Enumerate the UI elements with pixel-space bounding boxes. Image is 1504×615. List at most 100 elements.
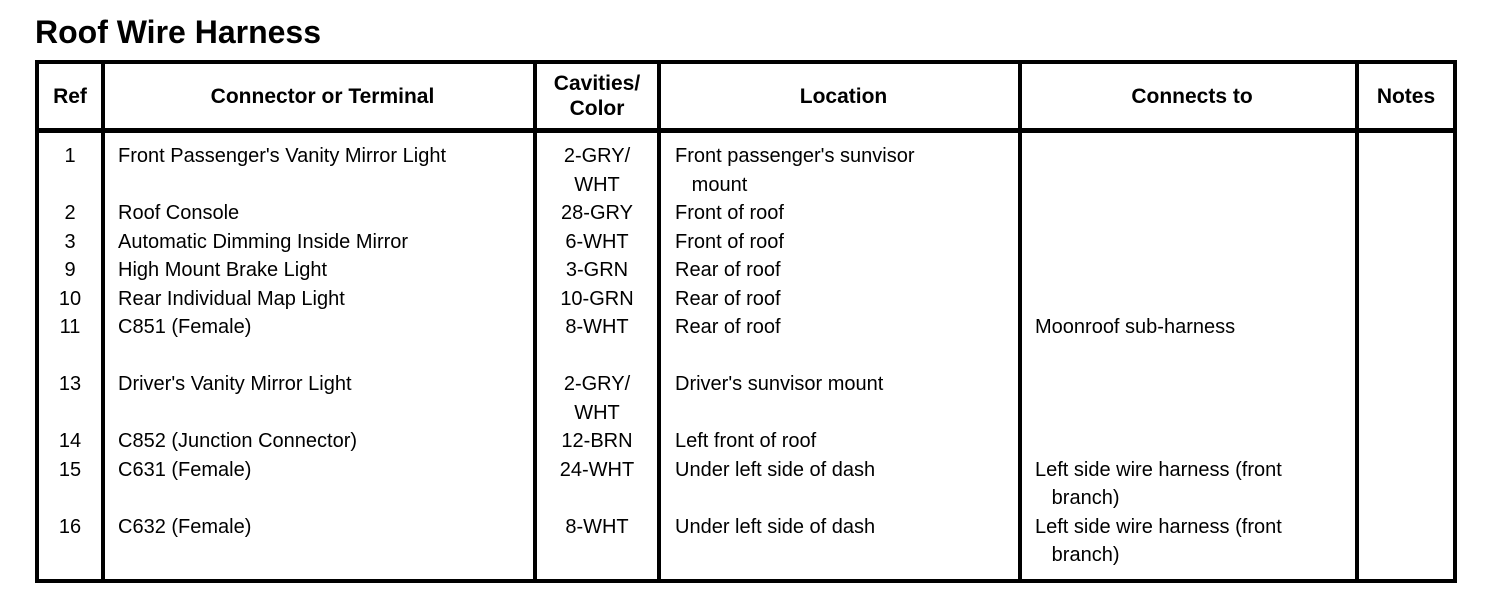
- row-16-notes-cell: [1359, 513, 1453, 570]
- row-13-cavities-cell: 2-GRY/WHT: [537, 370, 657, 427]
- header-notes: Notes: [1355, 64, 1453, 133]
- row-10-connects_to-cell: [1035, 285, 1349, 314]
- cell-line: Automatic Dimming Inside Mirror: [118, 230, 409, 253]
- row-14-connector-cell: C852 (Junction Connector): [118, 427, 527, 456]
- row-13-location-cell: Driver's sunvisor mount: [675, 370, 1012, 427]
- row-15-location-cell: Under left side of dash: [675, 456, 1012, 513]
- cell-line: Front of roof: [675, 230, 784, 253]
- row-16-connects_to-cell: Left side wire harness (front branch): [1035, 513, 1349, 570]
- cell-line: Moonroof sub-harness: [1035, 316, 1236, 338]
- cell-line: 14: [58, 430, 82, 452]
- row-9-location-cell: Rear of roof: [675, 256, 1012, 285]
- cell-line: C631 (Female): [118, 458, 252, 481]
- row-14-cavities-cell: 12-BRN: [537, 427, 657, 456]
- cell-line: branch): [1035, 487, 1120, 509]
- row-1-cavities-cell: 2-GRY/WHT: [537, 142, 657, 199]
- row-16-cavities-cell: 8-WHT: [537, 513, 657, 570]
- cell-line: Rear of roof: [675, 316, 781, 338]
- row-3-connector-cell: Automatic Dimming Inside Mirror: [118, 228, 527, 257]
- row-11-ref-cell: 11: [39, 313, 101, 342]
- row-10-notes-cell: [1359, 285, 1453, 314]
- cell-line: 15: [58, 458, 82, 481]
- roof-wire-harness-table: Ref Connector or Terminal Cavities/ Colo…: [35, 60, 1457, 583]
- cell-line: 8-WHT: [565, 316, 629, 338]
- cell-line: Rear Individual Map Light: [118, 287, 345, 310]
- row-15-connects_to-cell: Left side wire harness (front branch): [1035, 456, 1349, 513]
- cell-line: 12-BRN: [561, 430, 633, 452]
- row-3-location-cell: Front of roof: [675, 228, 1012, 257]
- column-notes: [1355, 133, 1453, 579]
- cell-line: 10-GRN: [560, 287, 634, 310]
- cell-line: Left side wire harness (front: [1035, 515, 1282, 538]
- cell-line: Under left side of dash: [675, 515, 876, 538]
- cell-line: Under left side of dash: [675, 458, 876, 481]
- row-10-ref-cell: 10: [39, 285, 101, 314]
- cell-line: 6-WHT: [565, 230, 629, 253]
- row-13-ref-cell: 13: [39, 370, 101, 427]
- row-11-location-cell: Rear of roof: [675, 313, 1012, 342]
- row-3-cavities-cell: 6-WHT: [537, 228, 657, 257]
- row-2-location-cell: Front of roof: [675, 199, 1012, 228]
- cell-line: Left front of roof: [675, 430, 817, 452]
- row-14-connects_to-cell: [1035, 427, 1349, 456]
- cell-line: 1: [64, 145, 76, 167]
- cell-line: 3-GRN: [565, 259, 629, 281]
- cell-line: 10: [58, 287, 82, 310]
- cell-line: Front Passenger's Vanity Mirror Light: [118, 145, 447, 167]
- row-11-notes-cell: [1359, 313, 1453, 342]
- row-9-cavities-cell: 3-GRN: [537, 256, 657, 285]
- cell-line: C851 (Female): [118, 316, 252, 338]
- header-ref: Ref: [39, 64, 101, 133]
- cell-line: Front passenger's sunvisor: [675, 145, 915, 167]
- cell-line: mount: [675, 173, 748, 196]
- row-1-connects_to-cell: [1035, 142, 1349, 199]
- cell-line: C632 (Female): [118, 515, 252, 538]
- cell-line: Driver's Vanity Mirror Light: [118, 373, 352, 395]
- cell-line: 24-WHT: [559, 458, 635, 481]
- row-3-connects_to-cell: [1035, 228, 1349, 257]
- row-14-notes-cell: [1359, 427, 1453, 456]
- cell-line: 8-WHT: [565, 515, 629, 538]
- cell-line: 28-GRY: [561, 202, 633, 224]
- row-15-ref-cell: 15: [39, 456, 101, 513]
- cell-line: Driver's sunvisor mount: [675, 373, 884, 395]
- row-14-location-cell: Left front of roof: [675, 427, 1012, 456]
- header-cavities-color: Cavities/ Color: [533, 64, 657, 133]
- row-2-cavities-cell: 28-GRY: [537, 199, 657, 228]
- row-10-cavities-cell: 10-GRN: [537, 285, 657, 314]
- header-connector-or-terminal: Connector or Terminal: [101, 64, 533, 133]
- row-15-connector-cell: C631 (Female): [118, 456, 527, 513]
- row-1-ref-cell: 1: [39, 142, 101, 199]
- row-14-ref-cell: 14: [39, 427, 101, 456]
- cell-line: WHT: [574, 401, 620, 424]
- row-2-connects_to-cell: [1035, 199, 1349, 228]
- row-16-ref-cell: 16: [39, 513, 101, 570]
- row-2-ref-cell: 2: [39, 199, 101, 228]
- row-1-connector-cell: Front Passenger's Vanity Mirror Light: [118, 142, 527, 199]
- row-9-notes-cell: [1359, 256, 1453, 285]
- column-cavities-color: 2-GRY/WHT 28-GRY 6-WHT 3-GRN 10-GRN 8-WHT 2-GR…: [533, 133, 657, 579]
- cell-line: 2-GRY/: [563, 373, 631, 395]
- row-15-cavities-cell: 24-WHT: [537, 456, 657, 513]
- header-location: Location: [657, 64, 1018, 133]
- cell-line: WHT: [574, 173, 620, 196]
- cell-line: 9: [64, 259, 76, 281]
- row-2-connector-cell: Roof Console: [118, 199, 527, 228]
- row-1-notes-cell: [1359, 142, 1453, 199]
- row-9-connects_to-cell: [1035, 256, 1349, 285]
- row-9-connector-cell: High Mount Brake Light: [118, 256, 527, 285]
- row-10-connector-cell: Rear Individual Map Light: [118, 285, 527, 314]
- row-13-notes-cell: [1359, 370, 1453, 427]
- cell-line: C852 (Junction Connector): [118, 430, 358, 452]
- row-15-notes-cell: [1359, 456, 1453, 513]
- row-11-connector-cell: C851 (Female): [118, 313, 527, 342]
- cell-line: 11: [59, 316, 81, 338]
- row-3-ref-cell: 3: [39, 228, 101, 257]
- cell-line: branch): [1035, 544, 1120, 566]
- row-2-notes-cell: [1359, 199, 1453, 228]
- cell-line: Front of roof: [675, 202, 784, 224]
